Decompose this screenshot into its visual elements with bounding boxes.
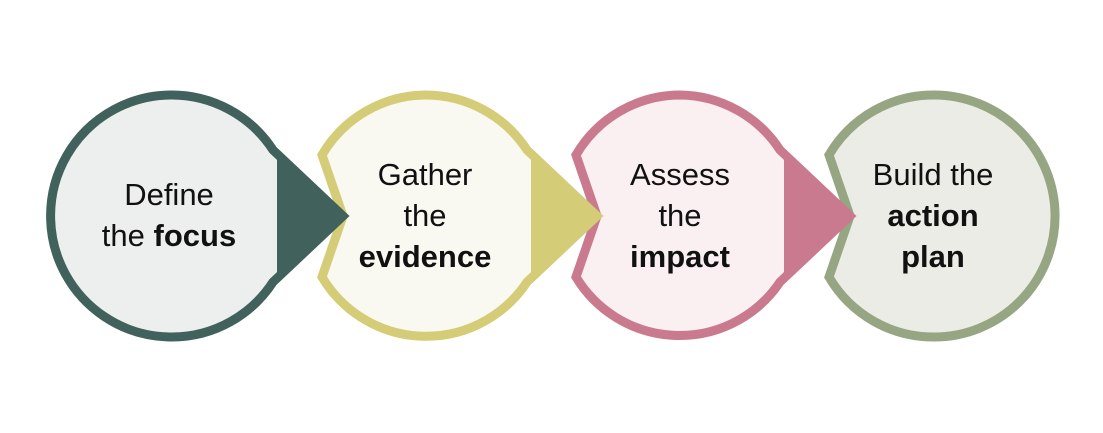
step-3-shape	[571, 90, 857, 340]
step-2-line-3: evidence	[325, 236, 525, 277]
step-3-line-2: the	[658, 198, 702, 233]
step-4-shape	[824, 90, 1060, 342]
step-1-line-1: Define	[124, 177, 214, 212]
step-3-pointer	[784, 150, 853, 282]
step-2-line-2: the	[403, 198, 447, 233]
step-1-shape	[46, 90, 350, 342]
step-4-label: Build the action plan	[833, 154, 1033, 277]
step-2-label: Gather the evidence	[325, 154, 525, 277]
step-3-line-3: impact	[580, 236, 780, 277]
step-3-line-1: Assess	[630, 157, 730, 192]
step-2-pointer	[531, 150, 600, 282]
step-4-line-3: plan	[833, 236, 1033, 277]
step-4-line-2: action	[833, 195, 1033, 236]
step-2-shape	[317, 90, 604, 341]
step-3-label: Assess the impact	[580, 154, 780, 277]
step-1-line-2-bold: focus	[153, 218, 237, 253]
step-1-line-2-plain: the	[101, 218, 154, 253]
step-1-label: Define the focus	[69, 174, 269, 256]
step-1-pointer	[277, 150, 346, 282]
step-3-line-3-bold: impact	[630, 239, 730, 274]
step-4-line-2-bold: action	[887, 198, 979, 233]
step-1-line-2: the focus	[69, 215, 269, 256]
step-4-line-1: Build the	[872, 157, 994, 192]
step-2-line-1: Gather	[377, 157, 473, 192]
step-2-line-3-bold: evidence	[358, 239, 492, 274]
step-4-line-3-bold: plan	[901, 239, 965, 274]
